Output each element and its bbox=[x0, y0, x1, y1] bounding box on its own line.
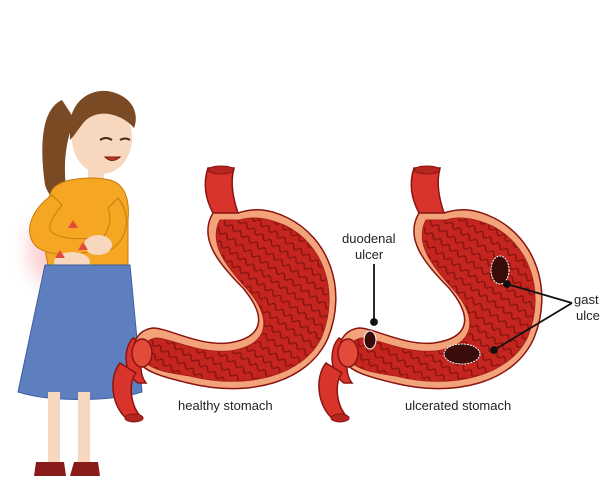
duodenal-ulcer-spot bbox=[363, 330, 377, 350]
ulcerated-stomach-caption: ulcerated stomach bbox=[405, 398, 512, 413]
annotation-lines bbox=[370, 264, 573, 354]
duodenal-ulcer-label-line1: duodenal bbox=[342, 231, 396, 246]
gastric-ulcer-upper-spot bbox=[490, 255, 510, 285]
duodenal-ulcer-label-line2: ulcer bbox=[355, 247, 384, 262]
healthy-stomach-caption: healthy stomach bbox=[178, 398, 273, 413]
gastric-ulcer-label-line1: gast bbox=[574, 292, 599, 307]
stomach-ulcerated-illustration bbox=[318, 165, 543, 423]
gastric-ulcer-label-line2: ulce bbox=[576, 308, 600, 323]
woman-abdominal-pain-illustration bbox=[8, 90, 143, 476]
stomach-healthy-illustration bbox=[112, 165, 337, 423]
gastric-ulcer-lower-spot bbox=[443, 343, 481, 365]
